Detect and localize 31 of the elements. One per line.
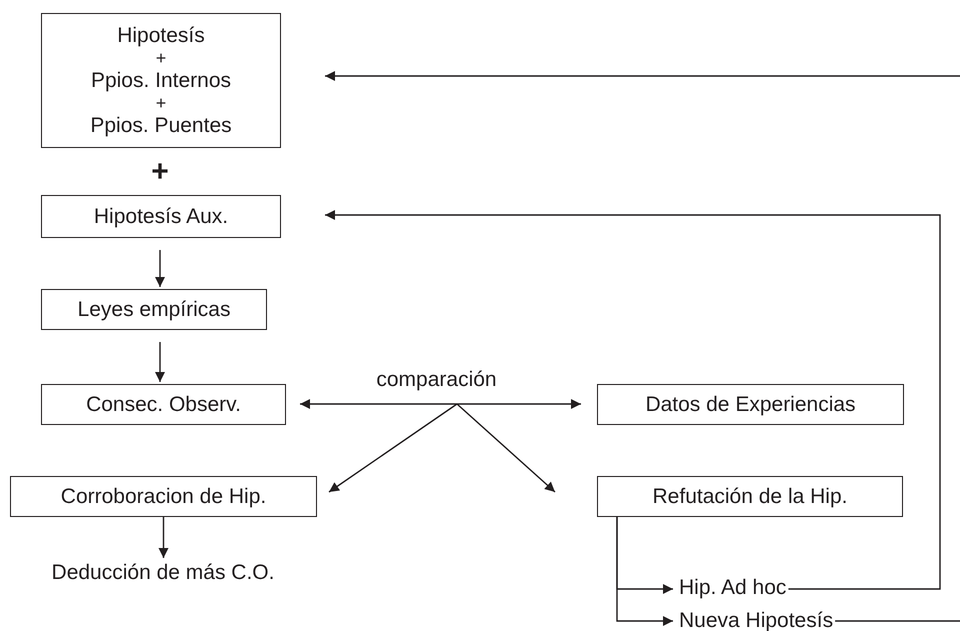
process-box bbox=[41, 195, 281, 238]
arrow bbox=[328, 403, 458, 493]
arrow bbox=[155, 250, 165, 287]
plus-sign: + bbox=[156, 92, 166, 114]
node-text: Hip. Ad hoc bbox=[679, 576, 786, 600]
arrow bbox=[325, 71, 960, 81]
node-text: Refutación de la Hip. bbox=[652, 484, 848, 508]
arrow bbox=[325, 210, 941, 590]
node-text: Deducción de más C.O. bbox=[52, 561, 274, 585]
process-box bbox=[597, 476, 903, 517]
node-text: Ppios. Internos bbox=[90, 68, 232, 92]
arrow bbox=[456, 403, 556, 493]
node-text: Hipotesís Aux. bbox=[94, 204, 228, 228]
node-text: Hipotesís bbox=[117, 24, 205, 48]
arrow bbox=[616, 517, 673, 626]
process-box bbox=[10, 476, 317, 517]
node-text: Corroboracion de Hip. bbox=[60, 484, 266, 508]
node-text: Consec. Observ. bbox=[86, 392, 241, 416]
process-box bbox=[41, 289, 267, 330]
node-text: Nueva Hipotesís bbox=[679, 609, 834, 631]
process-box bbox=[597, 384, 904, 425]
plus-sign: + bbox=[151, 155, 169, 189]
arrow bbox=[158, 517, 168, 558]
node-text: Ppios. Puentes bbox=[90, 114, 232, 138]
arrow bbox=[300, 399, 581, 409]
process-box bbox=[41, 384, 286, 425]
node-text: Datos de Experiencias bbox=[645, 392, 856, 416]
process-box bbox=[41, 13, 281, 148]
node-text: Leyes empíricas bbox=[78, 298, 230, 322]
arrow bbox=[155, 342, 165, 382]
plus-sign: + bbox=[156, 48, 166, 68]
